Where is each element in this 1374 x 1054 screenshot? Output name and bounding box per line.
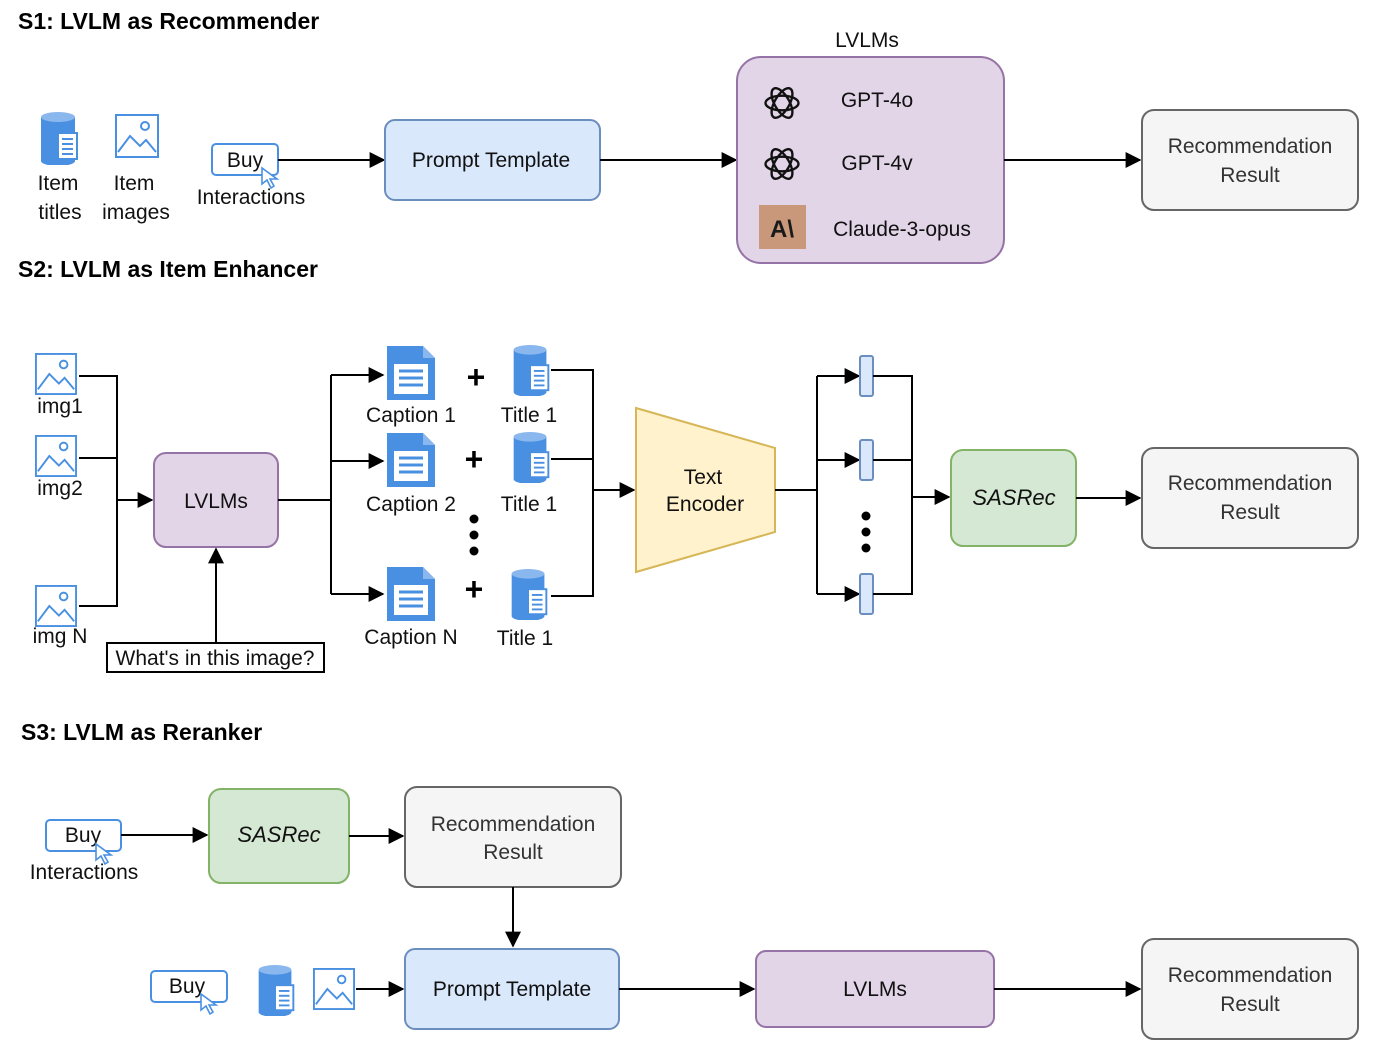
caption1-label: Caption 1: [366, 404, 456, 427]
title1-database-icon-b: [512, 431, 550, 483]
gpt-4o-label: GPT-4o: [841, 89, 913, 112]
s3-mid-recommendation-result-box: [404, 786, 622, 888]
text-encoder-trapezoid: [635, 406, 776, 574]
s1-result-line1: Recommendation: [1168, 135, 1333, 158]
s3-buy2-button-shape: [150, 970, 228, 1003]
s2-embedding-left-bracket: [775, 376, 818, 594]
s1-heading: S1: LVLM as Recommender: [18, 8, 319, 34]
s1-recommendation-result-box: [1141, 109, 1359, 211]
embedding-ellipsis-dot-1: [861, 511, 871, 521]
anthropic-logo-icon: [759, 205, 806, 249]
img2-image-icon: [35, 435, 77, 477]
anthropic-logo-text: A\: [770, 216, 794, 243]
text-encoder-label-line1: Text: [684, 466, 723, 489]
s3-item-titles-database-icon: [257, 964, 295, 1016]
s3-recommendation-result-box: [1141, 938, 1359, 1040]
question-prompt-label: What's in this image?: [116, 647, 315, 670]
s3-mid-result-line1: Recommendation: [431, 813, 596, 836]
s2-vertical-ellipsis-dot-3: [469, 546, 479, 556]
caption1-document-icon: [385, 344, 437, 402]
s3-result-line2: Result: [1220, 993, 1280, 1016]
s2-title-bracket: [551, 369, 594, 597]
s3-result-line1: Recommendation: [1168, 964, 1333, 987]
text-encoder-label-line2: Encoder: [666, 493, 744, 516]
captionN-label: Caption N: [364, 626, 457, 649]
s1-prompt-template-label: Prompt Template: [412, 149, 570, 172]
s2-result-line1: Recommendation: [1168, 472, 1333, 495]
plus-sign-3: +: [465, 571, 484, 607]
caption2-label: Caption 2: [366, 493, 456, 516]
title1-label-b: Title 1: [501, 493, 557, 516]
captionN-document-icon: [385, 565, 437, 623]
gpt-4v-label: GPT-4v: [841, 152, 913, 175]
s3-sasrec-label: SASRec: [237, 822, 320, 847]
item-images-label-line2: images: [102, 201, 170, 224]
item-titles-label-line1: Item: [38, 172, 79, 195]
s1-lvlms-group-title: LVLMs: [835, 29, 899, 52]
embedding-ellipsis-dot-3: [861, 543, 871, 553]
embedding-vector-n: [859, 573, 874, 615]
s1-buy-label: Buy: [227, 149, 264, 172]
s2-caption-bracket: [278, 375, 332, 594]
imgN-label: img N: [33, 625, 88, 648]
item-titles-label-line2: titles: [38, 201, 81, 224]
item-images-label-line1: Item: [114, 172, 155, 195]
s3-buy2-label: Buy: [169, 975, 206, 998]
s2-heading: S2: LVLM as Item Enhancer: [18, 256, 318, 282]
imgN-image-icon: [35, 585, 77, 627]
embedding-vector-1: [859, 355, 874, 397]
claude-3-opus-label: Claude-3-opus: [833, 218, 971, 241]
s2-sasrec-label: SASRec: [972, 485, 1055, 510]
s3-item-images-image-icon: [313, 968, 355, 1010]
plus-sign-1: +: [467, 359, 486, 395]
s2-recommendation-result-box: [1141, 447, 1359, 549]
title1-label-a: Title 1: [501, 404, 557, 427]
s2-vertical-ellipsis-dot-2: [469, 530, 479, 540]
plus-sign-2: +: [465, 441, 484, 477]
s3-heading: S3: LVLM as Reranker: [21, 719, 262, 745]
s2-lvlms-label: LVLMs: [184, 490, 248, 513]
s2-vertical-ellipsis-dot-1: [469, 514, 479, 524]
s3-prompt-template-label: Prompt Template: [433, 978, 591, 1001]
s1-result-line2: Result: [1220, 164, 1280, 187]
caption2-document-icon: [385, 431, 437, 489]
s3-lvlms-label: LVLMs: [843, 978, 907, 1001]
item-titles-database-icon: [39, 111, 79, 165]
img1-image-icon: [35, 353, 77, 395]
title1-database-icon-c: [510, 568, 548, 620]
s2-result-line2: Result: [1220, 501, 1280, 524]
img2-label: img2: [37, 477, 83, 500]
embedding-ellipsis-dot-2: [861, 527, 871, 537]
s2-embedding-right-bracket: [873, 375, 913, 595]
s3-mid-result-line2: Result: [483, 841, 543, 864]
item-images-image-icon: [115, 114, 159, 158]
title1-database-icon-a: [512, 344, 550, 396]
img1-label: img1: [37, 395, 83, 418]
embedding-vector-2: [859, 439, 874, 481]
s2-image-bracket: [79, 375, 118, 607]
s1-interactions-label: Interactions: [197, 186, 306, 209]
s3-interactions-label: Interactions: [30, 861, 139, 884]
s3-buy-label: Buy: [65, 824, 102, 847]
title1-label-c: Title 1: [497, 627, 553, 650]
